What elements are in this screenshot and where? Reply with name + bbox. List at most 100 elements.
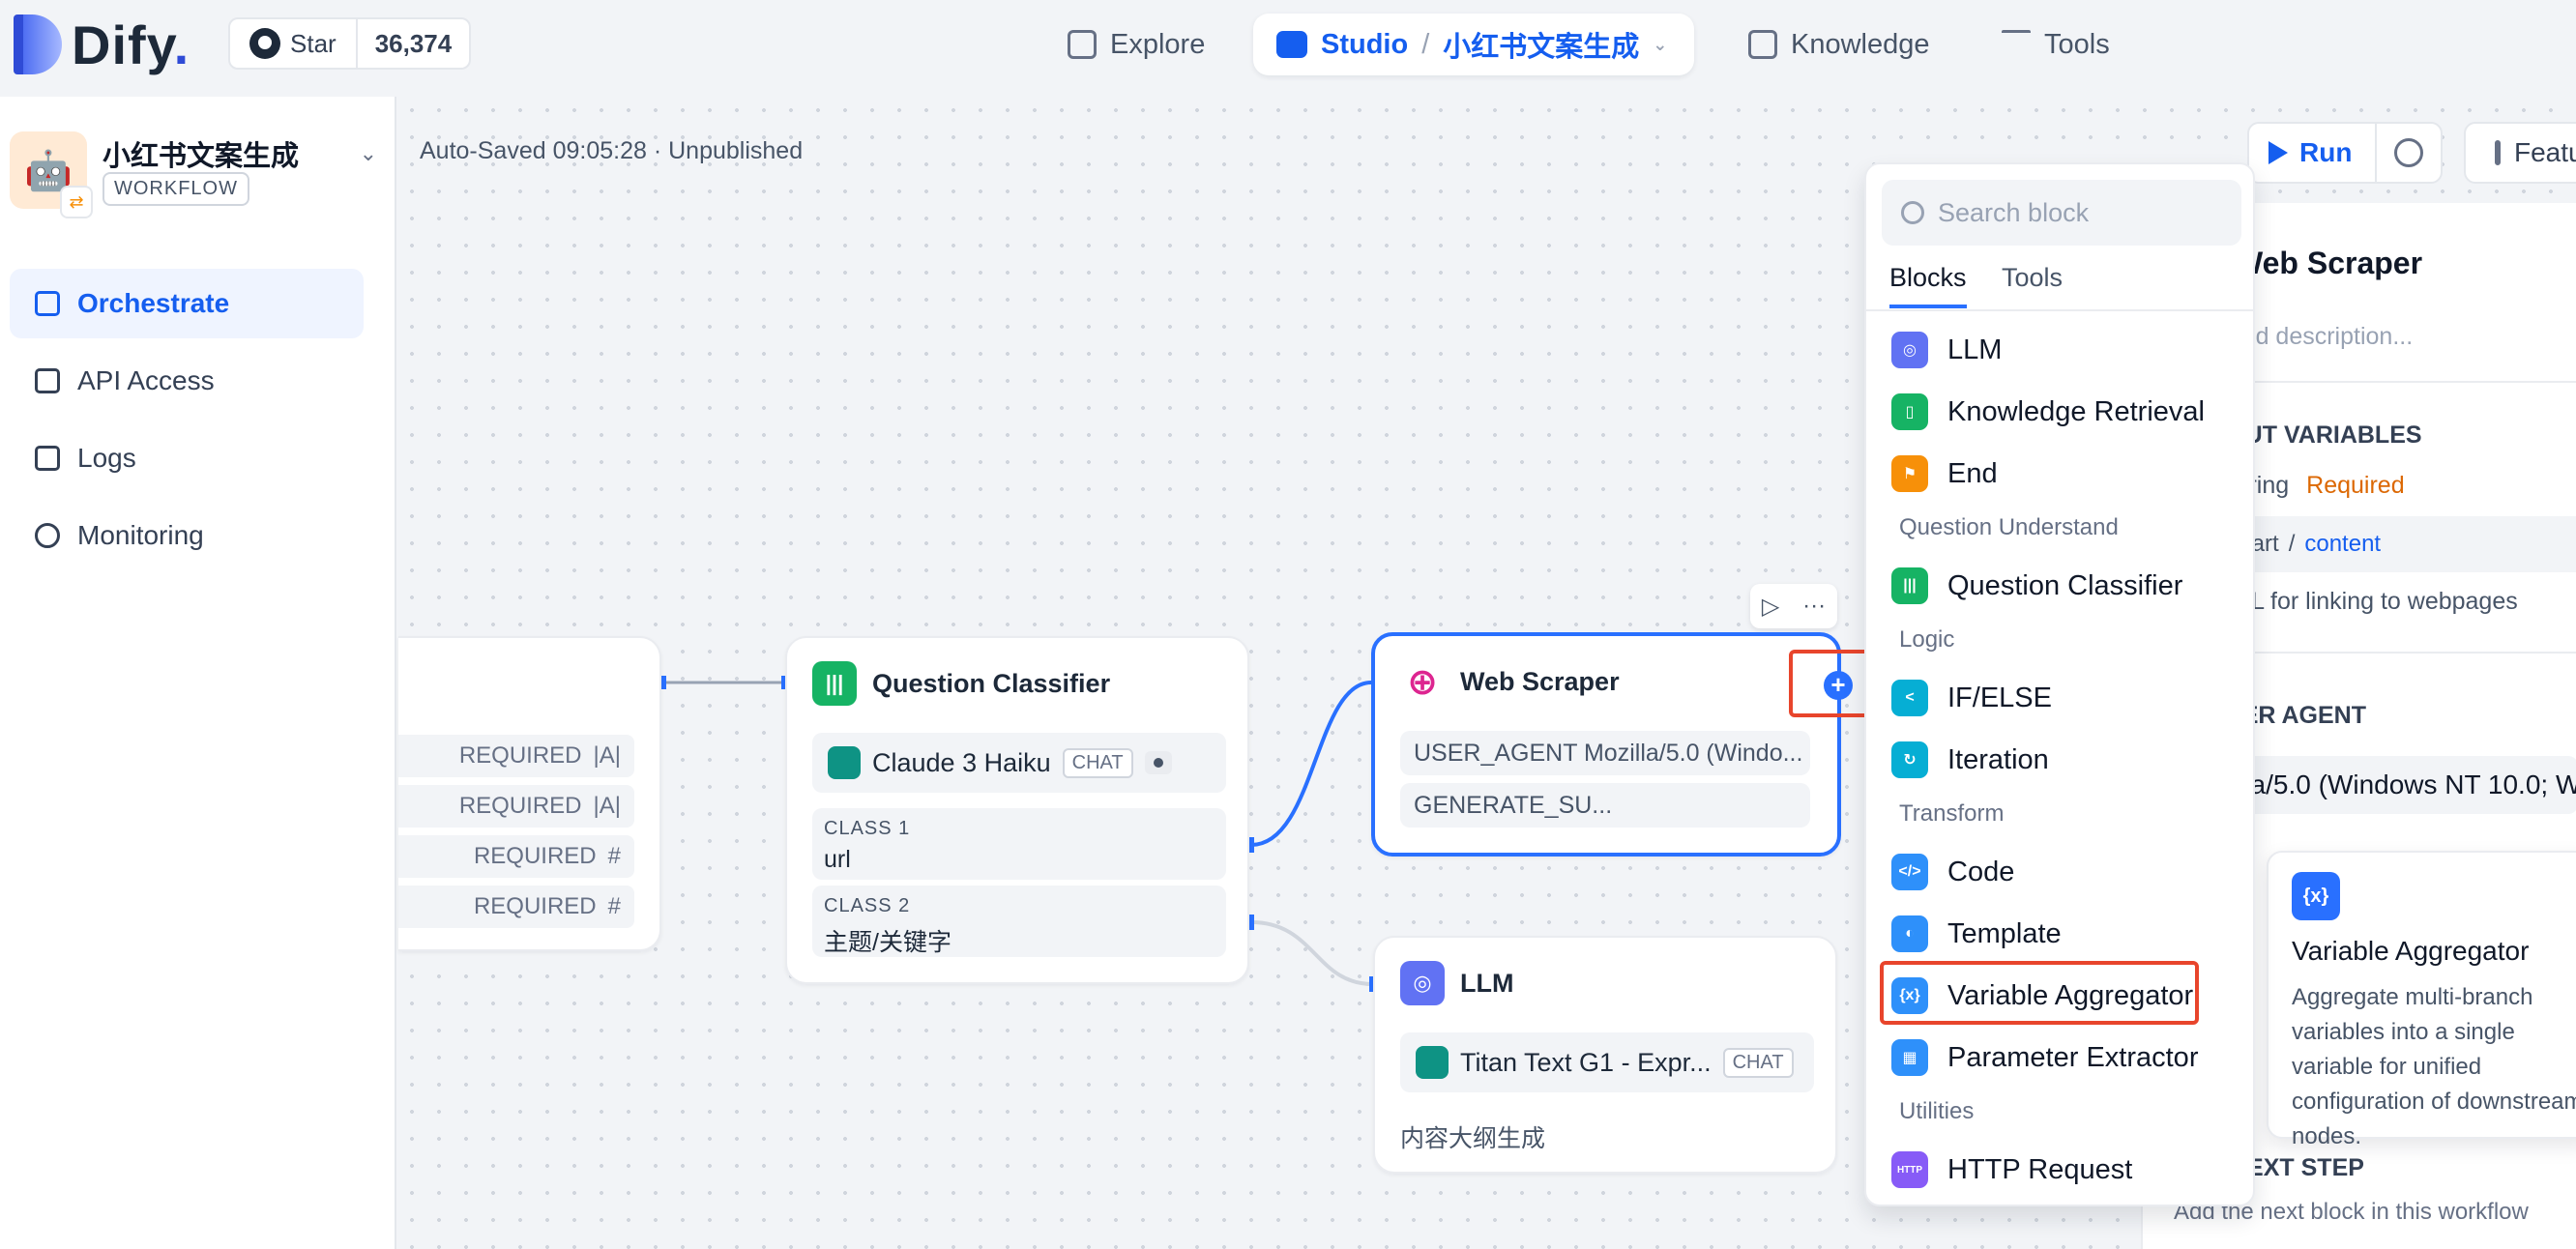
book-icon <box>1748 30 1777 59</box>
app-info[interactable]: 🤖⇄ 小红书文案生成 WORKFLOW ⌄ <box>10 131 387 238</box>
dify-logo-icon <box>14 15 62 74</box>
panel-title[interactable]: Web Scraper <box>2234 246 2423 280</box>
model-chip: Titan Text G1 - Expr... CHAT <box>1400 1032 1814 1092</box>
app-name: 小红书文案生成 <box>102 141 300 172</box>
block-tooltip: {x} Variable Aggregator Aggregate multi-… <box>2267 851 2576 1149</box>
github-star-count: 36,374 <box>374 28 453 58</box>
highlight-box <box>1880 961 2199 1025</box>
search-icon <box>1901 201 1924 224</box>
class-item: CLASS 1 url <box>812 808 1226 880</box>
block-question-classifier[interactable]: |||Question Classifier <box>1891 559 2182 613</box>
grid-icon <box>2495 140 2501 165</box>
run-button[interactable]: Run <box>2247 122 2379 184</box>
param-row: USER_AGENT Mozilla/5.0 (Windo... <box>1400 731 1810 775</box>
variable-aggregator-icon: {x} <box>2292 872 2340 920</box>
start-node[interactable]: REQUIRED|A| REQUIRED|A| REQUIRED# REQUIR… <box>398 636 661 951</box>
group-logic: Logic <box>1899 626 1955 653</box>
vision-icon <box>1144 751 1172 774</box>
book-icon: ▯ <box>1891 393 1928 430</box>
block-if-else[interactable]: <IF/ELSE <box>1891 671 2052 725</box>
start-variable-row: REQUIRED|A| <box>398 785 634 828</box>
terminal-icon <box>35 368 60 393</box>
workflow-icon: ⇄ <box>60 186 93 218</box>
layout-icon <box>35 291 60 316</box>
dify-logo[interactable]: Dify. <box>14 15 190 75</box>
current-app-name[interactable]: 小红书文案生成 <box>1443 32 1640 63</box>
block-variable-aggregator[interactable]: {x}Variable Aggregator <box>1891 969 2193 1023</box>
block-knowledge-retrieval[interactable]: ▯Knowledge Retrieval <box>1891 385 2205 439</box>
dashboard-icon <box>35 523 60 548</box>
llm-node[interactable]: ◎ LLM Titan Text G1 - Expr... CHAT 内容大纲生… <box>1373 936 1837 1174</box>
variable-aggregator-icon: {x} <box>1891 977 1928 1014</box>
model-provider-icon <box>828 746 861 779</box>
block-end[interactable]: ⚑End <box>1891 447 1998 501</box>
picker-tabs: Blocks Tools <box>1866 257 2253 311</box>
search-input[interactable]: Search block <box>1882 180 2241 246</box>
block-parameter-extractor[interactable]: ▦Parameter Extractor <box>1891 1031 2198 1085</box>
flag-icon: ⚑ <box>1891 455 1928 492</box>
block-code[interactable]: </>Code <box>1891 845 2014 899</box>
app-avatar: 🤖⇄ <box>10 131 93 218</box>
code-icon: </> <box>1891 854 1928 890</box>
question-classifier-node[interactable]: ||| Question Classifier Claude 3 Haiku C… <box>785 636 1249 984</box>
node-description: 内容大纲生成 <box>1400 1125 1546 1152</box>
nav-tools[interactable]: Tools <box>1978 14 2133 75</box>
question-classifier-icon: ||| <box>812 661 857 706</box>
robot-icon <box>1276 31 1307 58</box>
features-button[interactable]: Features <box>2464 122 2576 184</box>
description-input[interactable]: Add description... <box>2226 323 2414 350</box>
llm-icon: ◎ <box>1400 961 1445 1005</box>
add-next-block-button[interactable]: + <box>1824 671 1853 700</box>
web-scraper-node[interactable]: ⊕ Web Scraper USER_AGENT Mozilla/5.0 (Wi… <box>1371 632 1841 857</box>
tab-blocks[interactable]: Blocks <box>1889 263 1967 308</box>
file-list-icon <box>35 446 60 471</box>
sidebar-item-api-access[interactable]: API Access <box>10 346 364 416</box>
nav-explore[interactable]: Explore <box>1044 14 1228 75</box>
start-variable-row: REQUIRED# <box>398 886 634 928</box>
variable-hint: URL for linking to webpages <box>2216 588 2518 615</box>
run-node-icon[interactable]: ▷ <box>1761 593 1780 620</box>
compass-icon <box>1068 30 1097 59</box>
autosave-status: Auto-Saved 09:05:28 · Unpublished <box>420 137 804 164</box>
history-icon <box>2394 138 2423 167</box>
loop-icon: ↻ <box>1891 741 1928 778</box>
more-icon[interactable]: ··· <box>1802 593 1827 619</box>
github-star-button[interactable]: Star 36,374 <box>228 17 472 70</box>
start-variable-row: REQUIRED|A| <box>398 735 634 777</box>
block-picker: Search block Blocks Tools ◎LLM ▯Knowledg… <box>1864 162 2255 1206</box>
app-sidebar: 🤖⇄ 小红书文案生成 WORKFLOW ⌄ Orchestrate API Ac… <box>0 97 396 1249</box>
sidebar-item-monitoring[interactable]: Monitoring <box>10 501 364 570</box>
http-icon: HTTP <box>1891 1151 1928 1188</box>
start-variable-row: REQUIRED# <box>398 835 634 878</box>
sidebar-item-logs[interactable]: Logs <box>10 423 364 493</box>
top-navbar: Dify. Star 36,374 Explore Studio / 小红书文案… <box>0 0 2576 97</box>
github-icon <box>249 28 280 59</box>
llm-icon: ◎ <box>1891 332 1928 368</box>
block-iteration[interactable]: ↻Iteration <box>1891 733 2049 787</box>
tab-tools[interactable]: Tools <box>2002 263 2064 292</box>
branch-icon: < <box>1891 680 1928 716</box>
chevron-down-icon[interactable]: ⌄ <box>359 141 377 165</box>
block-llm[interactable]: ◎LLM <box>1891 323 2002 377</box>
model-provider-icon <box>1416 1046 1449 1079</box>
group-question-understand: Question Understand <box>1899 514 2119 540</box>
node-actions: ▷ ··· <box>1750 584 1837 628</box>
group-transform: Transform <box>1899 800 2005 827</box>
hammer-icon <box>2002 30 2031 59</box>
run-history-button[interactable] <box>2375 122 2443 184</box>
parameter-extractor-icon: ▦ <box>1891 1039 1928 1076</box>
param-row: GENERATE_SU... <box>1400 783 1810 828</box>
model-chip: Claude 3 Haiku CHAT <box>812 733 1226 793</box>
nav-knowledge[interactable]: Knowledge <box>1725 14 1953 75</box>
sidebar-item-orchestrate[interactable]: Orchestrate <box>10 269 364 338</box>
globe-icon: ⊕ <box>1400 659 1445 704</box>
group-utilities: Utilities <box>1899 1098 1975 1124</box>
block-template[interactable]: ◐Template <box>1891 907 2062 961</box>
class-item: CLASS 2 主题/关键字 <box>812 886 1226 957</box>
chevron-down-icon[interactable]: ⌄ <box>1653 34 1668 54</box>
app-type-badge: WORKFLOW <box>102 172 249 206</box>
nav-studio[interactable]: Studio / 小红书文案生成 ⌄ <box>1253 14 1694 75</box>
